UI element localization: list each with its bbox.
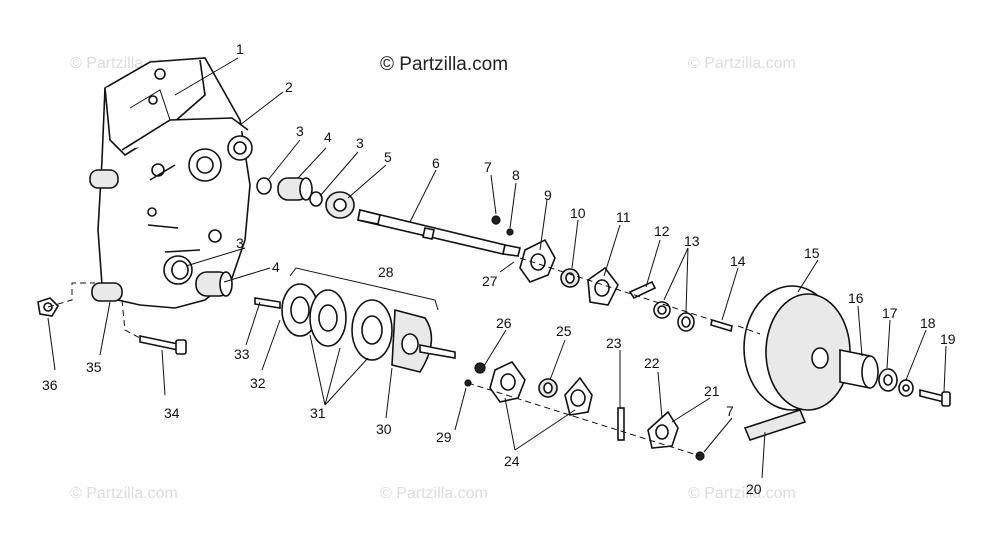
callout-15: 15 (804, 245, 820, 261)
watermark-bottom-right: © Partzilla.com (688, 485, 796, 502)
callout-19: 19 (940, 331, 956, 347)
watermark-top-center: © Partzilla.com (380, 54, 508, 75)
callout-28: 28 (378, 264, 394, 280)
callout-32: 32 (250, 375, 266, 391)
brake-disc-assembly (743, 285, 951, 441)
callout-21: 21 (704, 383, 720, 399)
callout-1: 1 (236, 41, 244, 57)
callout-30: 30 (376, 421, 392, 437)
callout-16: 16 (848, 290, 864, 306)
callout-14: 14 (730, 253, 746, 269)
callout-24: 24 (504, 453, 520, 469)
callout-2: 2 (285, 79, 293, 95)
callout-4: 4 (324, 129, 332, 145)
callout-9: 9 (544, 187, 552, 203)
callout-31: 31 (310, 405, 326, 421)
callout-6: 6 (432, 155, 440, 171)
callout-33: 33 (234, 346, 250, 362)
main-shaft (357, 209, 521, 257)
callout-7: 7 (484, 159, 492, 175)
lower-bearing-caps (489, 360, 679, 449)
callout-5: 5 (384, 149, 392, 165)
callout-22: 22 (644, 355, 660, 371)
callout-17: 17 (882, 305, 898, 321)
callout-8: 8 (512, 167, 520, 183)
callout-36: 36 (42, 377, 58, 393)
sprocket-assembly (254, 267, 456, 373)
callout-35: 35 (86, 359, 102, 375)
callout-4: 4 (272, 259, 280, 275)
bolt-34 (139, 335, 187, 355)
sprocket-disc-2 (309, 289, 347, 347)
callout-12: 12 (654, 223, 670, 239)
callout-34: 34 (164, 405, 180, 421)
callout-11: 11 (616, 209, 631, 225)
callout-3: 3 (356, 135, 364, 151)
upper-bearing-group (256, 177, 355, 219)
sprocket-disc-3 (351, 299, 393, 361)
callout-13: 13 (684, 233, 700, 249)
callout-labels: 1 2 3 4 3 5 6 7 8 9 10 11 12 13 14 15 16… (42, 41, 956, 497)
upper-bearing-caps (519, 238, 733, 333)
callout-20: 20 (746, 481, 762, 497)
callout-7: 7 (726, 403, 734, 419)
lower-bearing-group (171, 260, 233, 297)
callout-25: 25 (556, 323, 572, 339)
watermark-bottom-center: © Partzilla.com (380, 485, 488, 502)
callout-10: 10 (570, 205, 586, 221)
callout-27: 27 (482, 273, 498, 289)
callout-29: 29 (436, 429, 452, 445)
leader-lines (47, 57, 947, 479)
callout-23: 23 (606, 335, 622, 351)
callout-3: 3 (236, 235, 244, 251)
callout-3: 3 (296, 123, 304, 139)
watermark-top-right: © Partzilla.com (688, 55, 796, 72)
gearcase-housing (89, 57, 253, 309)
callout-26: 26 (496, 315, 512, 331)
sprocket-disc-1 (281, 283, 319, 337)
watermark-bottom-left: © Partzilla.com (70, 485, 178, 502)
callout-18: 18 (920, 315, 936, 331)
alignment-lines (47, 257, 761, 457)
